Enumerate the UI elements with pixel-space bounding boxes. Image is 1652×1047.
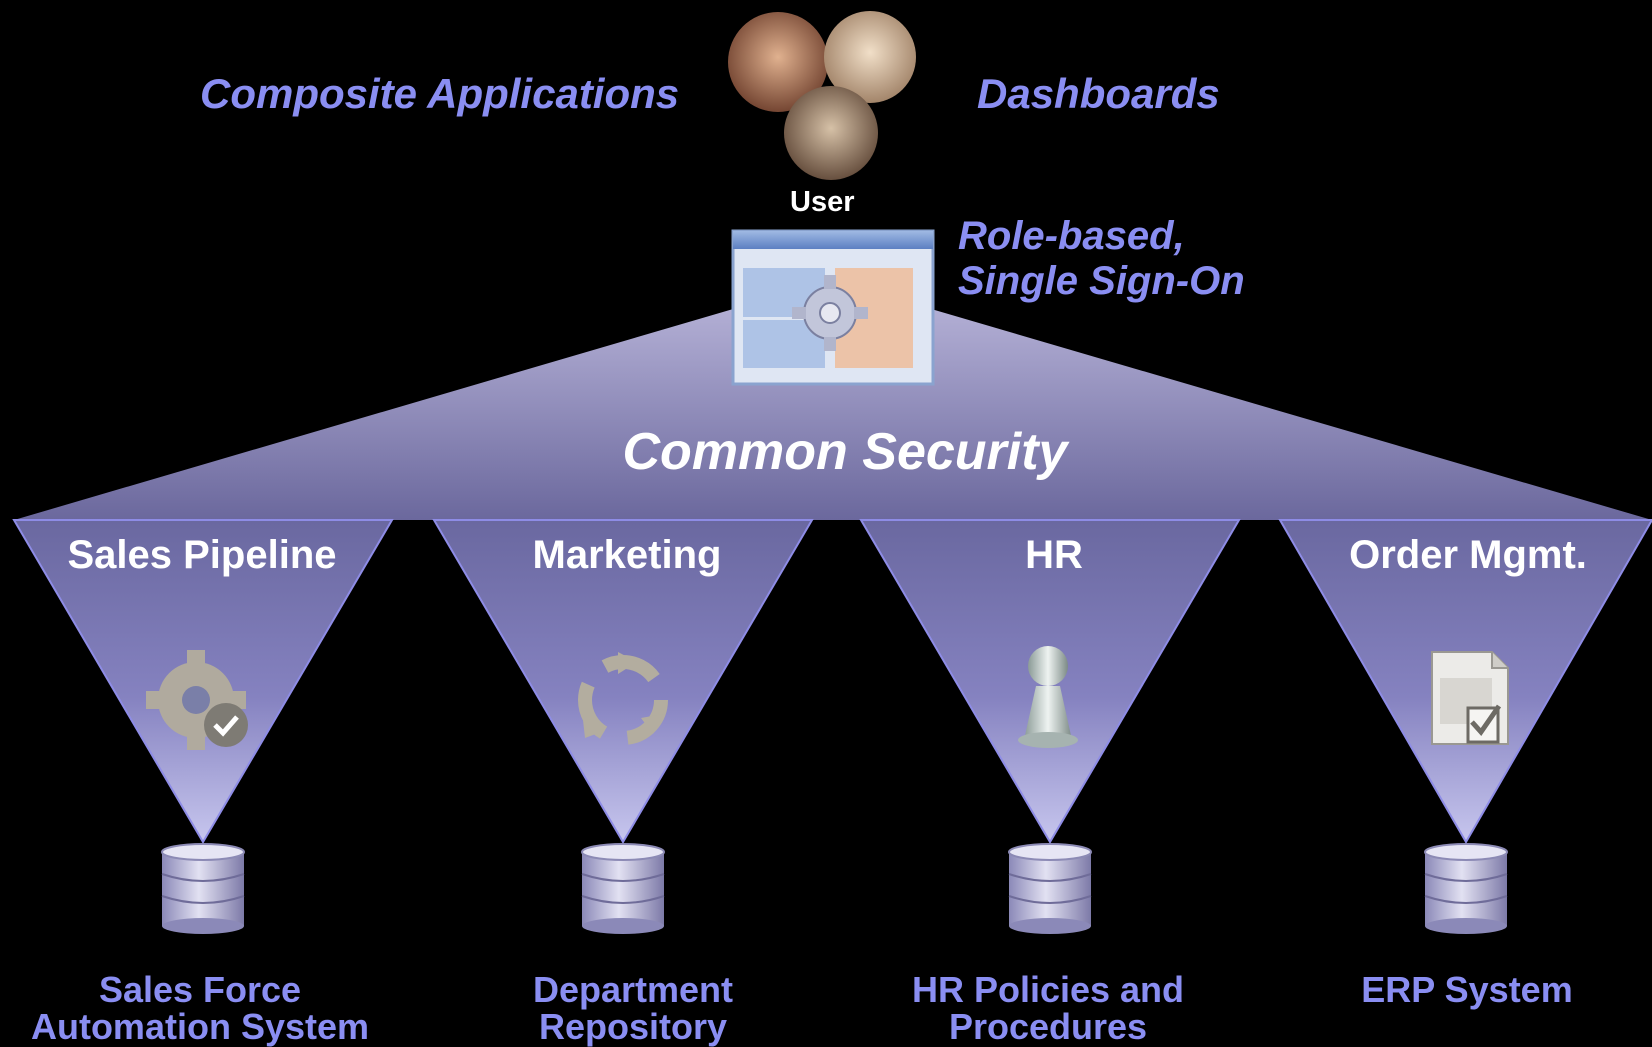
system-label-hr-line2: Procedures: [948, 1006, 1148, 1047]
dept-label-marketing: Marketing: [532, 533, 722, 577]
database-icon-marketing: [581, 843, 665, 934]
system-label-hr-line1: HR Policies and: [911, 969, 1185, 1010]
beam-marketing: [432, 519, 814, 844]
common-security-label: Common Security: [622, 423, 1068, 481]
common-security-area: [14, 280, 1652, 520]
system-label-hr: HR Policies and Procedures: [838, 971, 1258, 1045]
database-icon-sales: [161, 843, 245, 934]
user-photo-3: [784, 86, 878, 180]
recycle-arrows-icon: [578, 652, 668, 745]
gear-check-icon: [146, 650, 248, 750]
dept-label-hr: HR: [1025, 533, 1083, 577]
system-label-sales: Sales Force Automation System: [0, 971, 410, 1045]
user-label: User: [790, 186, 855, 218]
system-label-marketing: Department Repository: [423, 971, 843, 1045]
dept-label-sales-pipeline: Sales Pipeline: [67, 533, 337, 577]
system-label-erp: ERP System: [1257, 971, 1652, 1008]
person-pawn-icon: [1018, 646, 1078, 748]
user-photo-2: [824, 11, 916, 103]
database-icon-hr: [1008, 843, 1092, 934]
system-label-marketing-line1: Department: [532, 969, 734, 1010]
system-label-sales-line1: Sales Force: [98, 969, 302, 1010]
document-check-icon: [1431, 651, 1509, 745]
dept-label-order-mgmt: Order Mgmt.: [1349, 533, 1587, 577]
database-icon-order-mgmt: [1424, 843, 1508, 934]
system-label-marketing-line2: Repository: [538, 1006, 728, 1047]
sso-label-line2: Single Sign-On: [958, 259, 1245, 303]
user-photos: [728, 11, 916, 180]
portal-window-icon: [731, 229, 935, 386]
user-photo-1: [728, 12, 828, 112]
system-label-sales-line2: Automation System: [30, 1006, 370, 1047]
system-label-erp-line1: ERP System: [1361, 969, 1573, 1010]
sso-label-line1: Role-based,: [958, 214, 1185, 258]
composite-applications-label: Composite Applications: [200, 70, 680, 117]
dashboards-label: Dashboards: [977, 70, 1220, 117]
